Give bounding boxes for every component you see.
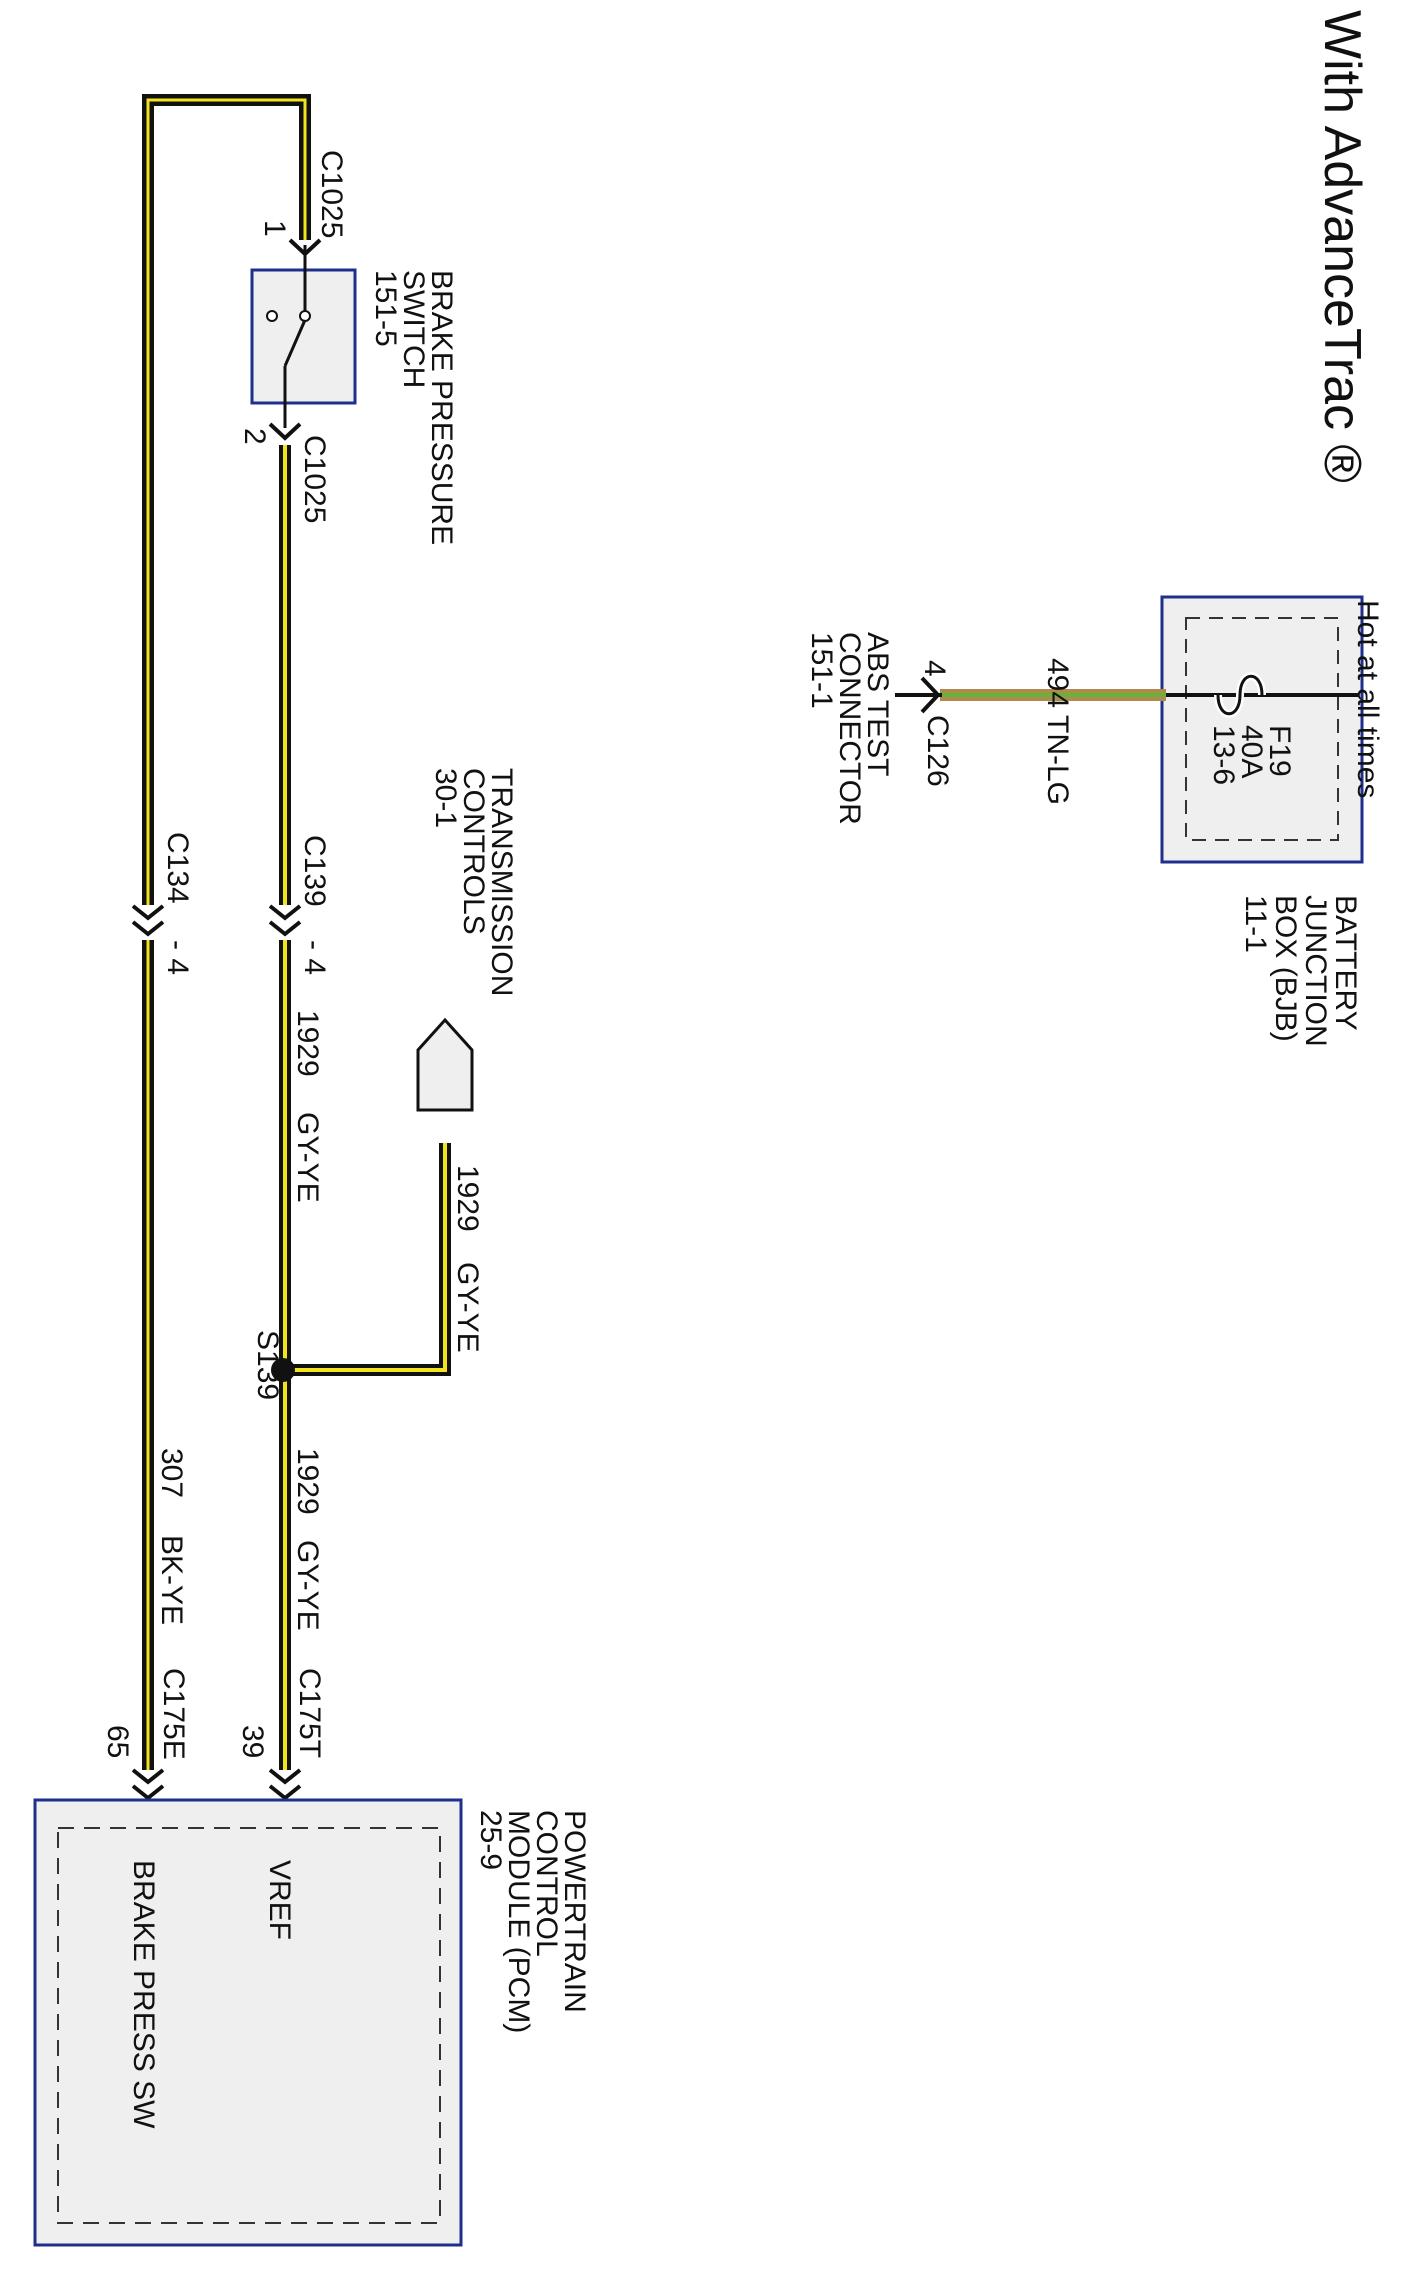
diagram-title: With AdvanceTrac ® bbox=[1313, 10, 1371, 483]
abs-caption-line3: 151-1 bbox=[805, 632, 838, 709]
wire-307-loop bbox=[142, 94, 311, 905]
inline-connector-c134 bbox=[131, 904, 165, 937]
fuse-rating: 40A bbox=[1235, 725, 1268, 778]
inline-connector-c139 bbox=[268, 904, 302, 937]
splice-s139-label: S139 bbox=[251, 1330, 284, 1400]
abs-connector-chevron bbox=[920, 676, 941, 714]
pcm-caption-line1: POWERTRAIN bbox=[558, 1810, 591, 2013]
switch-blade bbox=[283, 319, 307, 367]
pcm-caption-line4: 25-9 bbox=[474, 1810, 507, 1870]
c139-chevron-bottom bbox=[268, 920, 302, 937]
abs-caption-line2: CONNECTOR bbox=[833, 632, 866, 825]
pcm-caption-line3: MODULE (PCM) bbox=[502, 1810, 535, 2033]
abs-connector-id: C126 bbox=[921, 715, 954, 787]
c175e-label: C175E bbox=[157, 1668, 190, 1760]
abs-connector-pin: 4 bbox=[918, 660, 951, 677]
c175t-label: C175T bbox=[293, 1668, 326, 1758]
c1025-top-label: C1025 bbox=[315, 150, 348, 238]
wire-494-circuit: 494 bbox=[1041, 658, 1074, 708]
bjb-caption-line1: BATTERY bbox=[1329, 895, 1362, 1031]
c134-chevron-top bbox=[131, 904, 165, 921]
wire-1929-upper-circuit: 1929 bbox=[291, 1010, 324, 1077]
c175e-pin: 65 bbox=[101, 1725, 134, 1758]
switch-contact-open bbox=[266, 310, 278, 322]
brake-pressure-switch bbox=[250, 238, 357, 441]
transmission-wire-color: GY-YE bbox=[451, 1262, 484, 1353]
pcm-border bbox=[33, 1798, 463, 2247]
bjb-caption-line4: 11-1 bbox=[1239, 895, 1272, 953]
wire-1929-lower-color: GY-YE bbox=[291, 1540, 324, 1631]
transmission-controls-connector bbox=[416, 1017, 474, 1112]
c175e-chevron-bottom bbox=[131, 1784, 165, 1801]
c1025-pin1-chevron bbox=[288, 238, 322, 257]
transmission-caption-line2: CONTROLS bbox=[457, 768, 490, 935]
wire-1929-transmission-branch bbox=[285, 1143, 451, 1376]
c1025-bottom-label: C1025 bbox=[298, 435, 331, 523]
transmission-caption-line3: 30-1 bbox=[429, 768, 462, 828]
c134-chevron-bottom bbox=[131, 920, 165, 937]
abs-test-connector bbox=[895, 676, 942, 714]
powertrain-control-module bbox=[33, 1798, 463, 2247]
wire-494-color: TN-LG bbox=[1041, 715, 1074, 805]
c175t-chevron-bottom bbox=[268, 1784, 302, 1801]
switch-contact-top bbox=[299, 310, 311, 322]
wire-1929-branch-stripe bbox=[285, 1143, 447, 1372]
c175t-pin: 39 bbox=[236, 1725, 269, 1758]
c175t-chevron-top bbox=[268, 1768, 302, 1785]
c139-chevron-top bbox=[268, 904, 302, 921]
switch-caption-line3: 151-5 bbox=[369, 270, 402, 347]
wire-307-upper-stripe bbox=[146, 98, 307, 905]
bjb-inner-dashed bbox=[1185, 617, 1339, 841]
wire-1929-lower-circuit: 1929 bbox=[291, 1448, 324, 1515]
bjb-caption-line3: BOX (BJB) bbox=[1269, 895, 1302, 1042]
transmission-wire-circuit: 1929 bbox=[451, 1165, 484, 1232]
pcm-vref-label: VREF bbox=[263, 1860, 296, 1940]
c175e-chevron-top bbox=[131, 1768, 165, 1785]
c139-label: C139 bbox=[298, 835, 331, 907]
splice-s139 bbox=[271, 1358, 295, 1382]
c134-pin: - 4 bbox=[161, 940, 194, 975]
switch-caption-line2: SWITCH bbox=[397, 270, 430, 388]
c1025-top-pin: 1 bbox=[258, 220, 291, 237]
wire-307-color: BK-YE bbox=[155, 1535, 188, 1625]
battery-junction-box bbox=[1160, 595, 1364, 864]
c139-pin: - 4 bbox=[298, 940, 331, 975]
wire-307-circuit: 307 bbox=[155, 1448, 188, 1498]
fuse-ref: 13-6 bbox=[1207, 725, 1240, 785]
abs-caption-line1: ABS TEST bbox=[861, 632, 894, 777]
bjb-caption-line2: JUNCTION bbox=[1299, 895, 1332, 1047]
c1025-bottom-pin: 2 bbox=[238, 428, 271, 445]
c1025-pin2-chevron bbox=[268, 422, 302, 441]
c134-label: C134 bbox=[161, 832, 194, 904]
hot-at-all-times-note: Hot at all times bbox=[1351, 600, 1384, 798]
pcm-caption-line2: CONTROL bbox=[530, 1810, 563, 1957]
fuse-f19-symbol bbox=[1216, 674, 1264, 716]
transmission-connector-shape bbox=[416, 1017, 474, 1112]
transmission-caption-line1: TRANSMISSION bbox=[485, 768, 518, 996]
switch-caption-line1: BRAKE PRESSURE bbox=[425, 270, 458, 545]
wire-1929-upper-color: GY-YE bbox=[291, 1112, 324, 1203]
bjb-border bbox=[1160, 595, 1364, 864]
pcm-brake-press-sw-label: BRAKE PRESS SW bbox=[127, 1860, 160, 2129]
pcm-inner-dashed bbox=[57, 1827, 441, 2224]
fuse-f19-label: F19 bbox=[1263, 725, 1296, 777]
